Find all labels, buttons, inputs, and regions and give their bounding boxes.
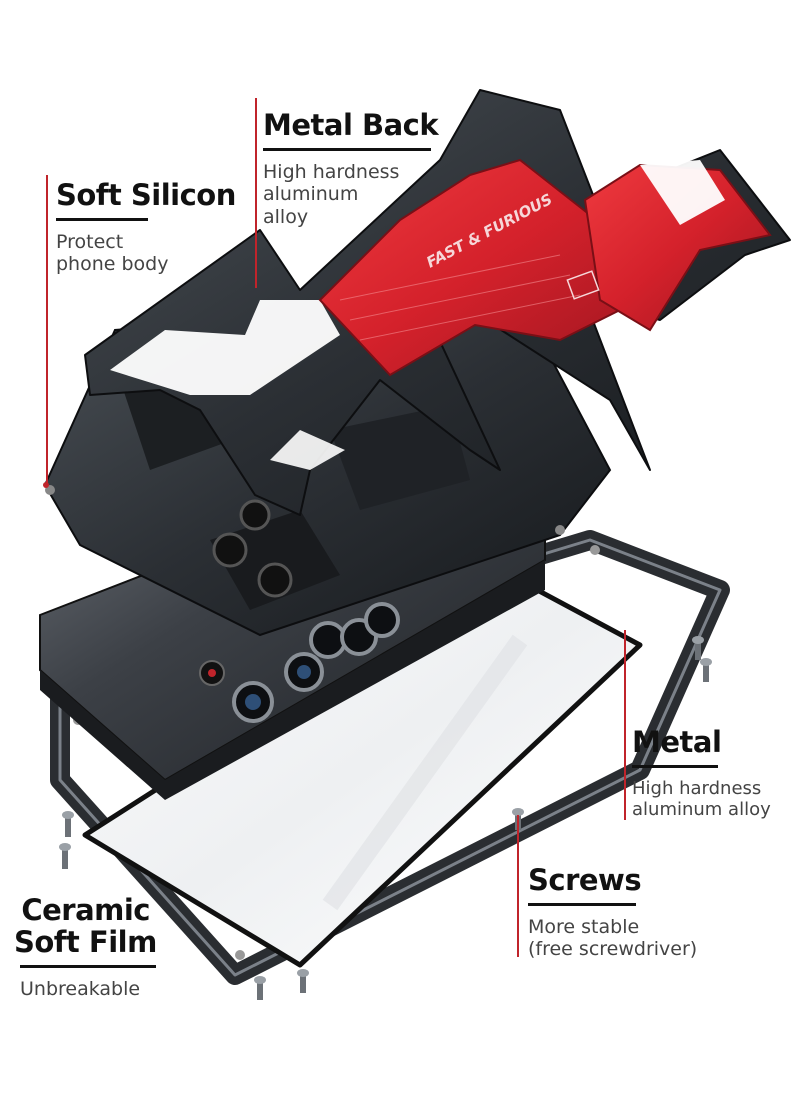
leader-line-metal — [624, 630, 626, 820]
callout-title: Ceramic — [21, 893, 150, 927]
screw — [59, 843, 71, 869]
title-underline — [528, 902, 636, 906]
title-underline — [263, 147, 431, 151]
callout-desc-line: phone body — [56, 253, 169, 276]
screw — [692, 636, 704, 660]
callout-metal: Metal High hardness aluminum alloy — [632, 725, 771, 821]
screw — [254, 976, 266, 1000]
callout-desc-line: Unbreakable — [20, 977, 141, 1000]
callout-desc-line: High hardness — [632, 777, 762, 799]
leader-line-soft-silicon — [46, 175, 48, 485]
callout-desc-line: aluminum alloy — [632, 799, 771, 821]
callout-title: Soft Silicon — [56, 178, 236, 212]
callout-title: Soft Film — [14, 924, 157, 959]
callout-desc-line: High hardness — [263, 160, 400, 183]
callout-title: Metal — [632, 725, 722, 759]
title-underline — [56, 217, 148, 221]
callout-desc-line: More stable — [528, 915, 640, 938]
callout-desc-line: alloy — [263, 205, 309, 228]
screw — [297, 969, 309, 993]
callout-metal-back: Metal Back High hardness aluminum alloy — [263, 108, 439, 228]
leader-dot — [43, 482, 49, 488]
screw — [700, 658, 712, 682]
leader-line-metal-back — [255, 98, 257, 288]
callout-desc-line: (free screwdriver) — [528, 938, 698, 961]
callout-desc-line: aluminum — [263, 183, 359, 206]
title-underline — [20, 964, 156, 968]
metal-back-plate: FAST & FURIOUS — [84, 89, 791, 516]
callout-title: Metal Back — [263, 108, 439, 142]
callout-title: Screws — [528, 863, 642, 897]
callout-soft-silicon: Soft Silicon Protect phone body — [56, 178, 236, 276]
callout-screws: Screws More stable (free screwdriver) — [528, 863, 698, 961]
title-underline — [632, 764, 718, 768]
callout-desc-line: Protect — [56, 230, 124, 253]
screw — [62, 811, 74, 837]
callout-ceramic-film: Ceramic Soft Film Unbreakable — [14, 893, 157, 1000]
leader-line-screws — [517, 815, 519, 957]
